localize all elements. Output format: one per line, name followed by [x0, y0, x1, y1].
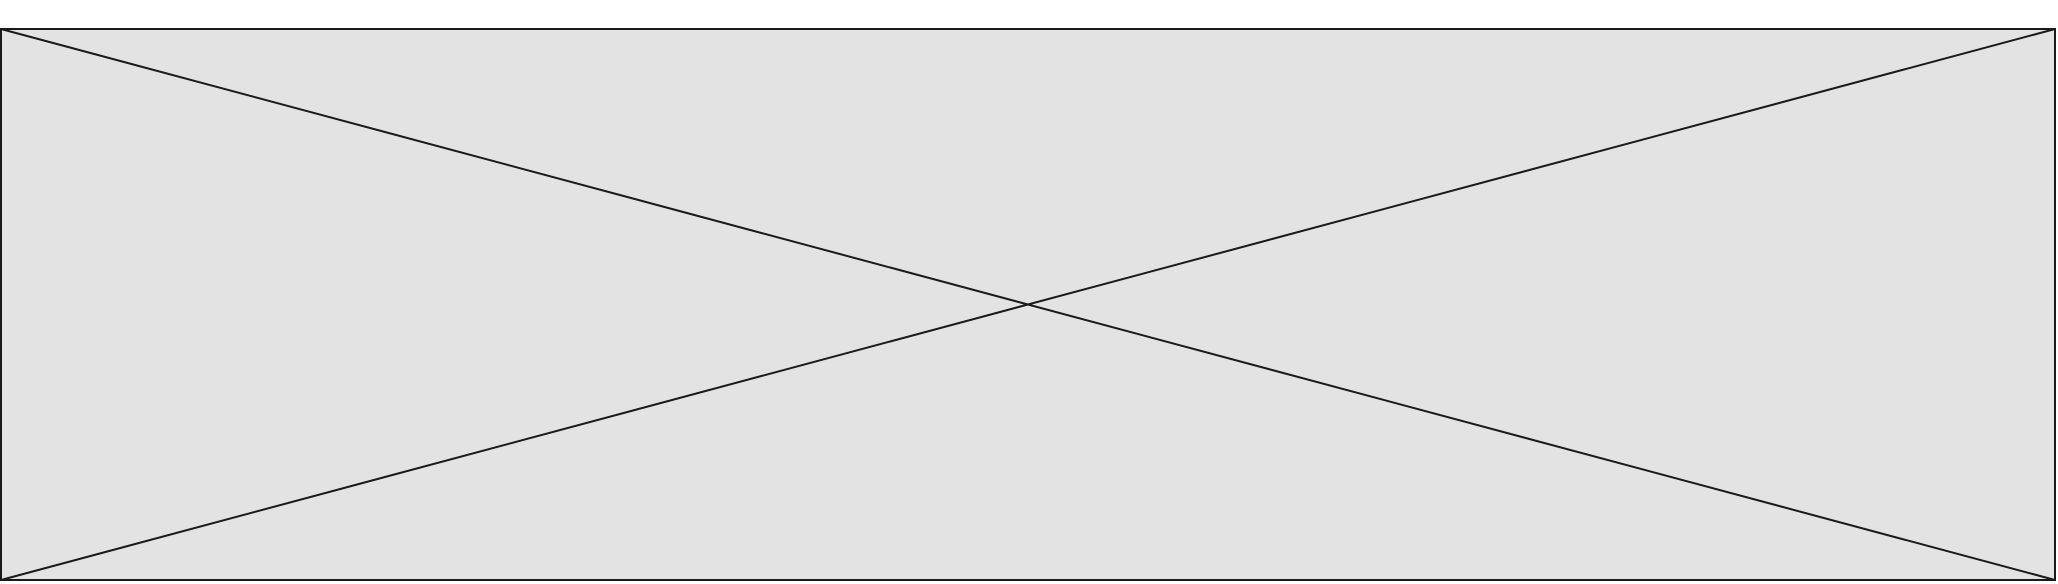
placeholder-diagonal-2: [0, 28, 2056, 581]
image-placeholder: [0, 28, 2056, 581]
image-placeholder-icon: [0, 28, 2056, 581]
